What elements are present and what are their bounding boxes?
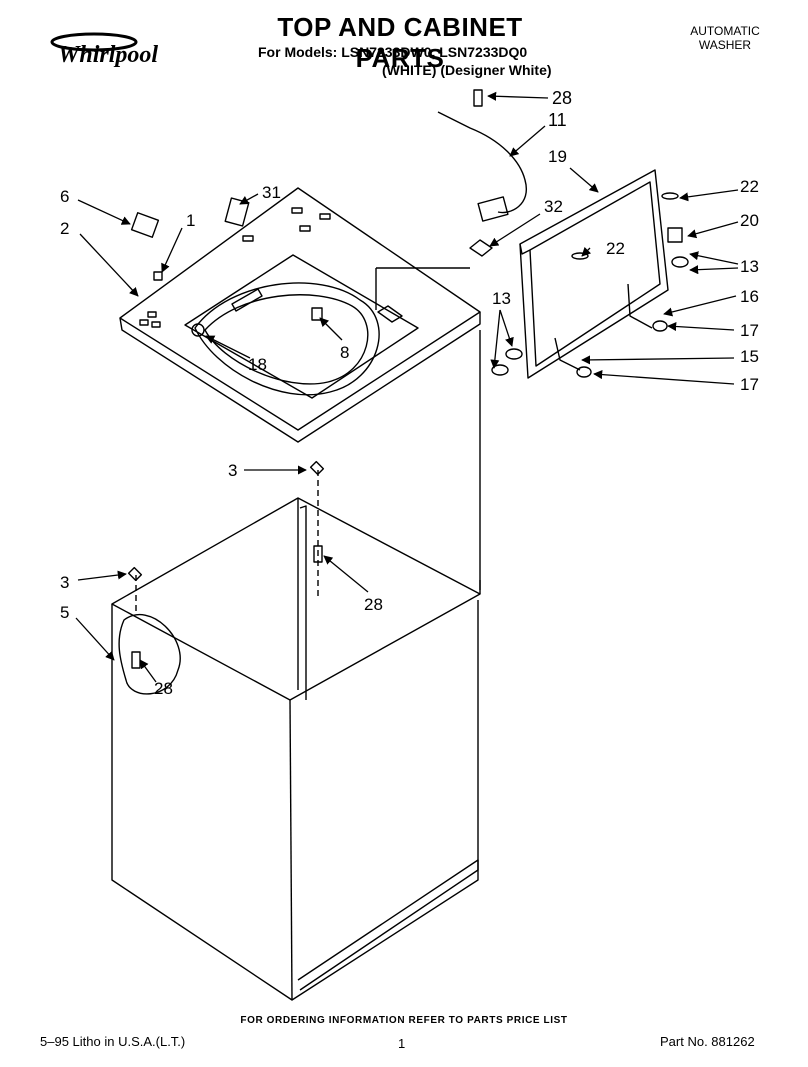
callout-13-screws-2: 13 [492, 289, 511, 308]
callout-1: 1 [186, 211, 195, 230]
callout-11-wire-harness: 11 [548, 110, 567, 130]
litho-info: 5–95 Litho in U.S.A.(L.T.) [40, 1034, 186, 1049]
wire-harness [437, 111, 528, 257]
callout-22-screw-2: 22 [606, 239, 625, 258]
callout-16: 16 [740, 287, 759, 306]
washer-cabinet [111, 497, 481, 1001]
callout-22-screw: 22 [740, 177, 759, 196]
callout-5-cabinet: 5 [60, 603, 69, 622]
callout-6-clip: 6 [60, 187, 69, 206]
callout-2-top-panel: 2 [60, 219, 69, 238]
callout-20: 20 [740, 211, 759, 230]
callout-32-lid-switch: 32 [544, 197, 563, 216]
callout-28-screw-2: 28 [364, 595, 383, 614]
page-title: TOP AND CABINET PARTS [277, 12, 523, 73]
washer-top-panel [119, 187, 481, 443]
ordering-note: FOR ORDERING INFORMATION REFER TO PARTS … [240, 1015, 568, 1026]
product-type-line2: WASHER [698, 38, 752, 52]
whirlpool-logo: Whirlpool [58, 42, 159, 68]
callout-8: 8 [340, 343, 349, 362]
callout-3-clip-2: 3 [60, 573, 69, 592]
callout-18: 18 [248, 355, 267, 374]
whirlpool-logo-swoosh [50, 32, 138, 52]
callout-17: 17 [740, 321, 759, 340]
console-panel-frame [519, 169, 669, 379]
colors-line: (WHITE) (Designer White) [382, 62, 552, 78]
callout-15: 15 [740, 347, 759, 366]
callout-19-console: 19 [548, 147, 567, 166]
models-line: For Models: LSN7233DW0, LSN7233DQ0 [258, 44, 528, 60]
part-number: Part No. 881262 [660, 1034, 755, 1049]
callout-28-screw: 28 [552, 88, 572, 108]
page-number: 1 [398, 1036, 406, 1051]
product-type-line1: AUTOMATIC [690, 24, 760, 38]
callout-13-screws: 13 [740, 257, 759, 276]
callout-17-2: 17 [740, 375, 759, 394]
callout-3-clip: 3 [228, 461, 237, 480]
callout-28-screw-3: 28 [154, 679, 173, 698]
callout-31-bracket: 31 [262, 183, 281, 202]
